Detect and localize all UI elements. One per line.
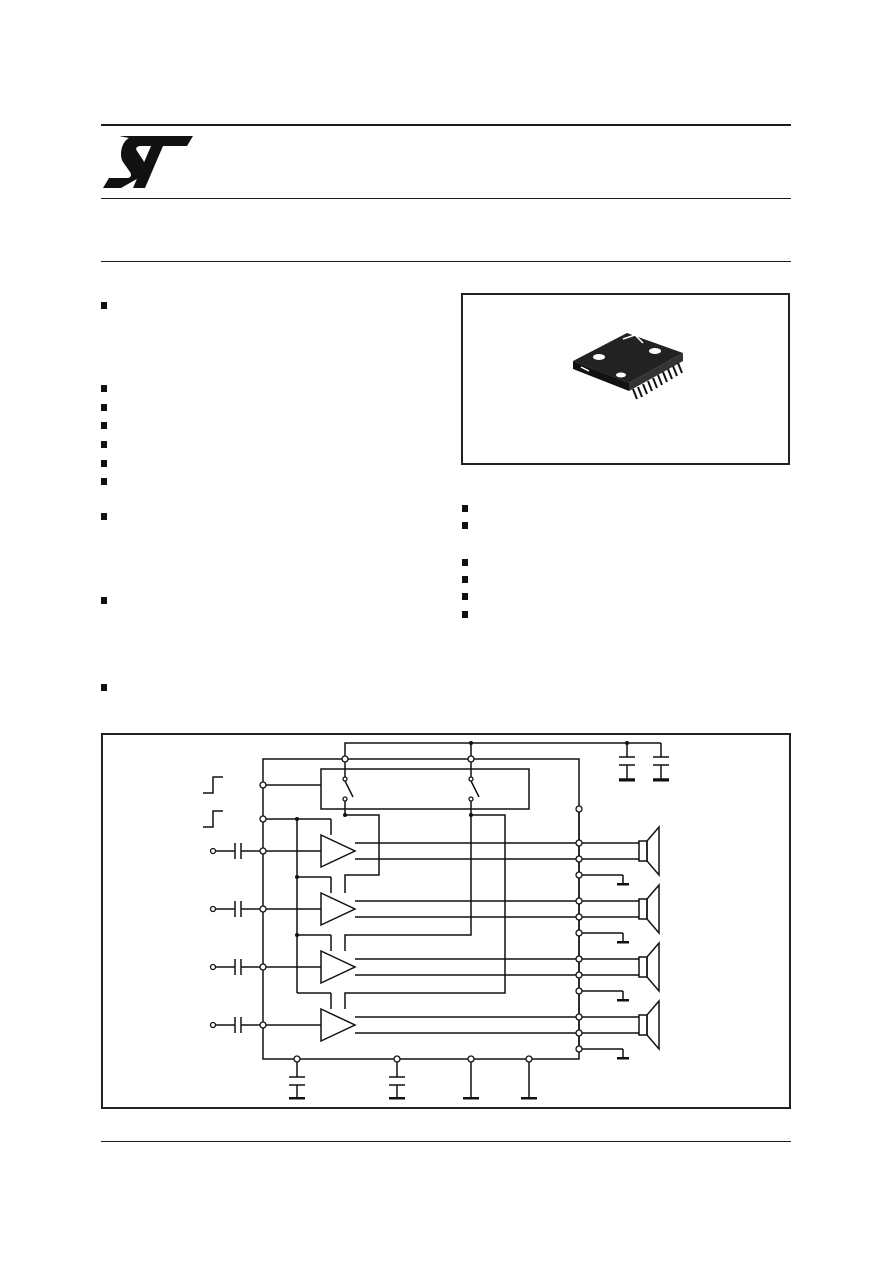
multiwatt-package-icon — [573, 333, 683, 400]
bullet-marker — [462, 505, 468, 512]
bullet-marker — [101, 478, 107, 485]
bullet-marker — [462, 576, 468, 583]
bullet-marker — [101, 385, 107, 392]
bullet-marker — [101, 441, 107, 448]
bullet-marker — [101, 302, 107, 309]
bullet-marker — [462, 611, 468, 618]
bullet-marker — [101, 513, 107, 520]
bullet-marker — [101, 422, 107, 429]
block-diagram-frame — [101, 733, 791, 1109]
bullet-marker — [101, 684, 107, 691]
amplifier-block-diagram-icon — [203, 741, 669, 1100]
bullet-marker — [462, 522, 468, 529]
header-bottom-rule — [101, 198, 791, 199]
bullet-marker — [101, 404, 107, 411]
st-logo-icon — [103, 136, 193, 188]
package-image-frame — [461, 293, 790, 465]
bullet-marker — [462, 593, 468, 600]
footer-rule — [101, 1141, 791, 1142]
bullet-marker — [101, 460, 107, 467]
title-bottom-rule — [101, 261, 791, 262]
bullet-marker — [101, 597, 107, 604]
bullet-marker — [462, 559, 468, 566]
header-top-rule — [101, 124, 791, 126]
